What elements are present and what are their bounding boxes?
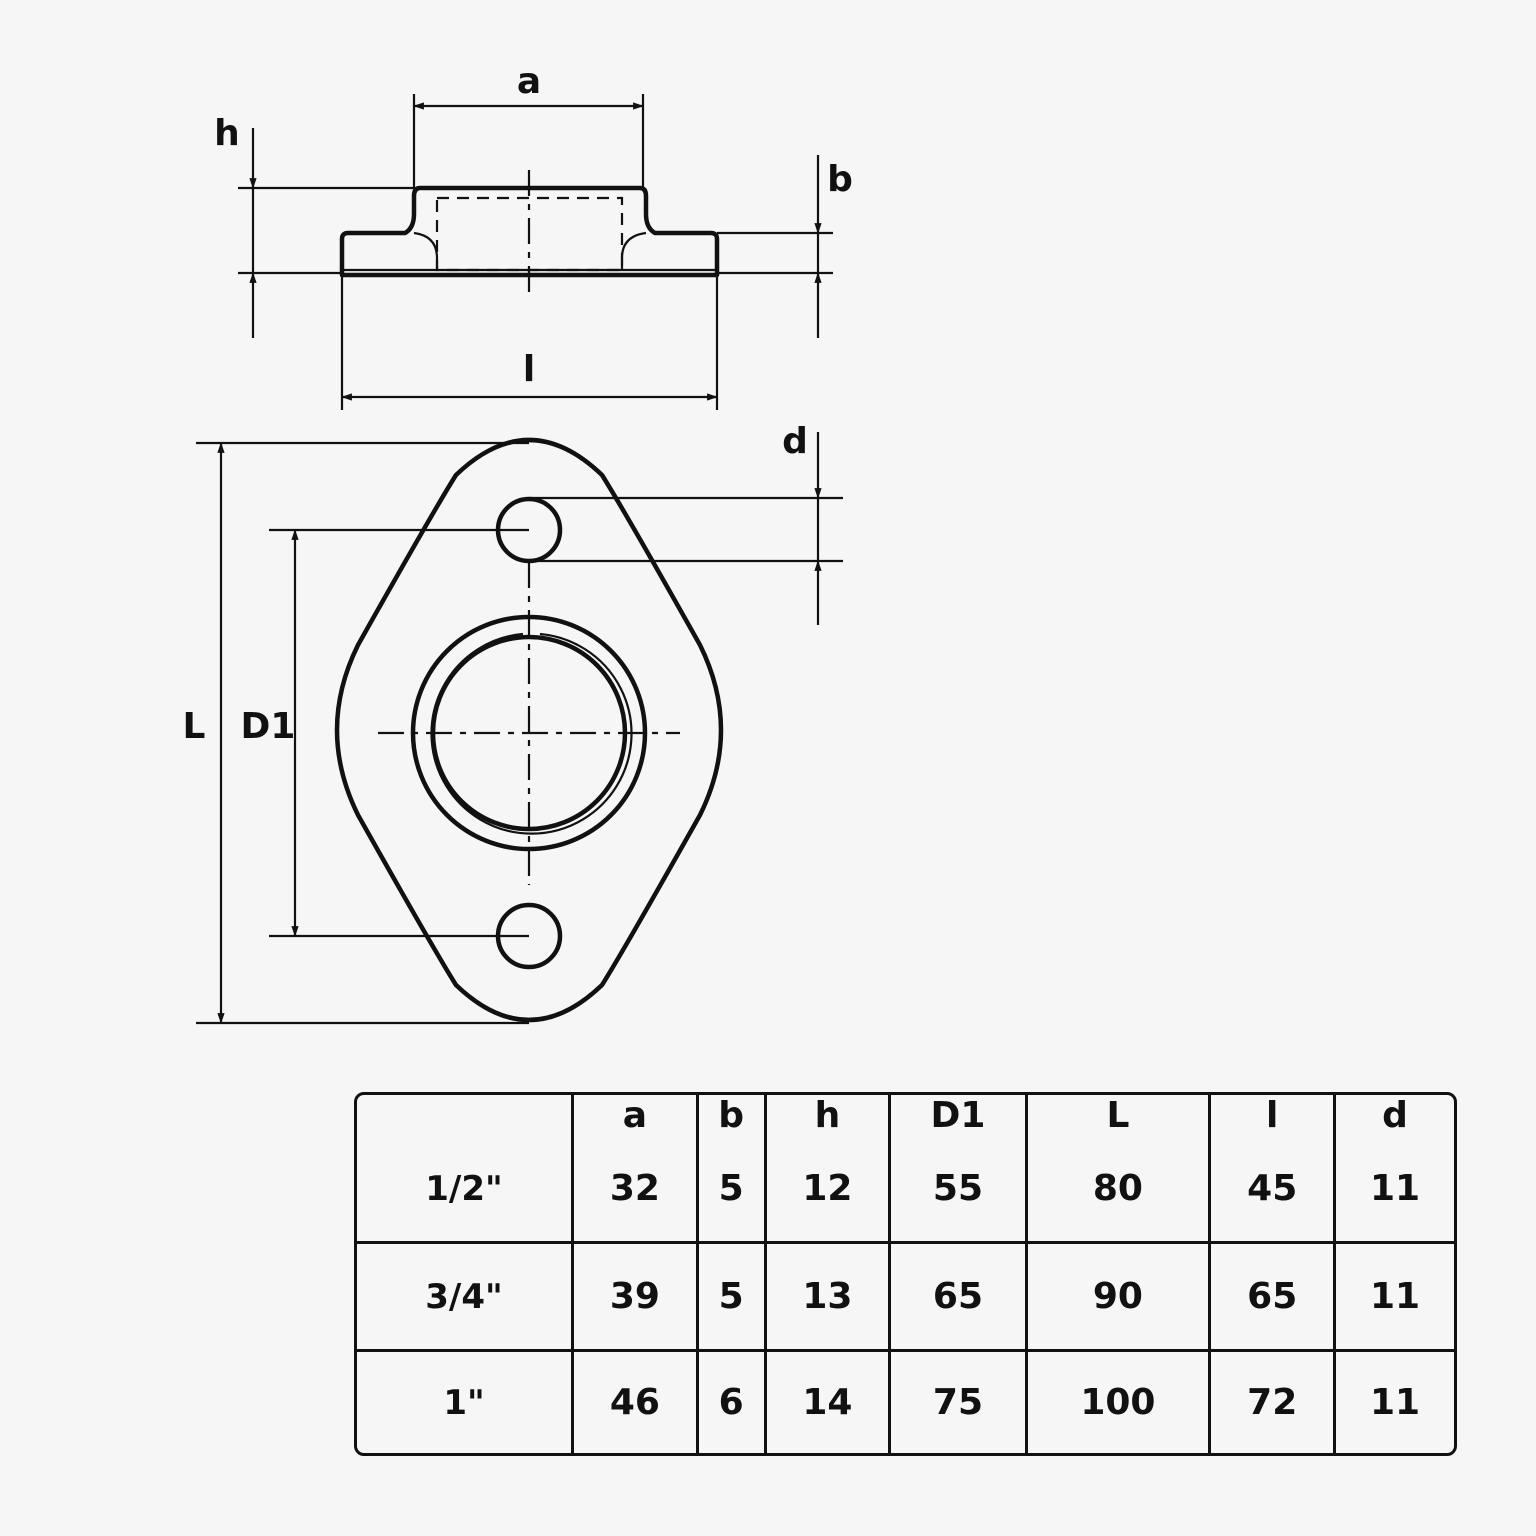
header-cell-b: b (699, 1095, 767, 1136)
table-row: 1/2" 32 5 12 55 80 45 11 (357, 1136, 1454, 1245)
value-cell: 11 (1336, 1136, 1454, 1245)
side-view: a h b l (214, 61, 853, 410)
dimensions-table: a b h D1 L l d 1/2" 32 5 12 55 80 45 11 … (354, 1092, 1457, 1456)
value-cell: 32 (574, 1136, 699, 1245)
value-cell: 65 (891, 1244, 1028, 1353)
value-cell: 11 (1370, 1382, 1421, 1424)
value-cell: 72 (1211, 1352, 1337, 1453)
value-cell: 45 (1211, 1136, 1337, 1245)
dim-l-label: l (523, 349, 535, 390)
value-cell: 55 (891, 1136, 1028, 1245)
header-cell-D1: D1 (891, 1095, 1028, 1136)
flange-outline (334, 437, 724, 1023)
value-cell: 11 (1336, 1244, 1454, 1353)
value-cell: 5 (698, 1136, 767, 1245)
value-cell: 5 (698, 1244, 767, 1353)
side-view-outline (339, 185, 720, 278)
top-view: L D1 d (183, 421, 843, 1025)
table-row: 3/4" 39 5 13 65 90 65 11 (357, 1244, 1454, 1353)
value-cell: 46 (574, 1352, 699, 1453)
size-cell: 3/4" (357, 1244, 574, 1353)
table-header-row: a b h D1 L l d (357, 1095, 1454, 1136)
dim-a-label: a (517, 61, 541, 102)
value-cell: 39 (574, 1244, 699, 1353)
value-cell: 12 (766, 1136, 892, 1245)
thread-arc (430, 632, 633, 835)
header-cell-d: d (1382, 1095, 1408, 1136)
header-cell-size (357, 1095, 574, 1136)
value-cell: 14 (767, 1352, 892, 1453)
header-cell-a: a (574, 1095, 699, 1136)
value-cell: 90 (1027, 1244, 1212, 1353)
value-cell: 65 (1211, 1244, 1337, 1353)
header-cell-h: h (767, 1095, 892, 1136)
dim-h-label: h (214, 113, 240, 154)
value-cell: 100 (1028, 1352, 1212, 1453)
size-cell: 1/2" (357, 1136, 574, 1245)
value-cell: 80 (1027, 1136, 1212, 1245)
dim-D1-label: D1 (241, 706, 296, 747)
header-cell-L: L (1028, 1095, 1212, 1136)
size-cell: 1" (357, 1352, 574, 1453)
value-cell: 75 (891, 1352, 1028, 1453)
table-row: 1" 46 6 14 75 100 72 11 (357, 1352, 1454, 1453)
dim-b-label: b (827, 159, 853, 200)
dim-L-label: L (183, 706, 206, 747)
dim-d-label: d (782, 421, 808, 462)
value-cell: 6 (699, 1352, 767, 1453)
header-cell-l: l (1211, 1095, 1337, 1136)
value-cell: 13 (766, 1244, 892, 1353)
